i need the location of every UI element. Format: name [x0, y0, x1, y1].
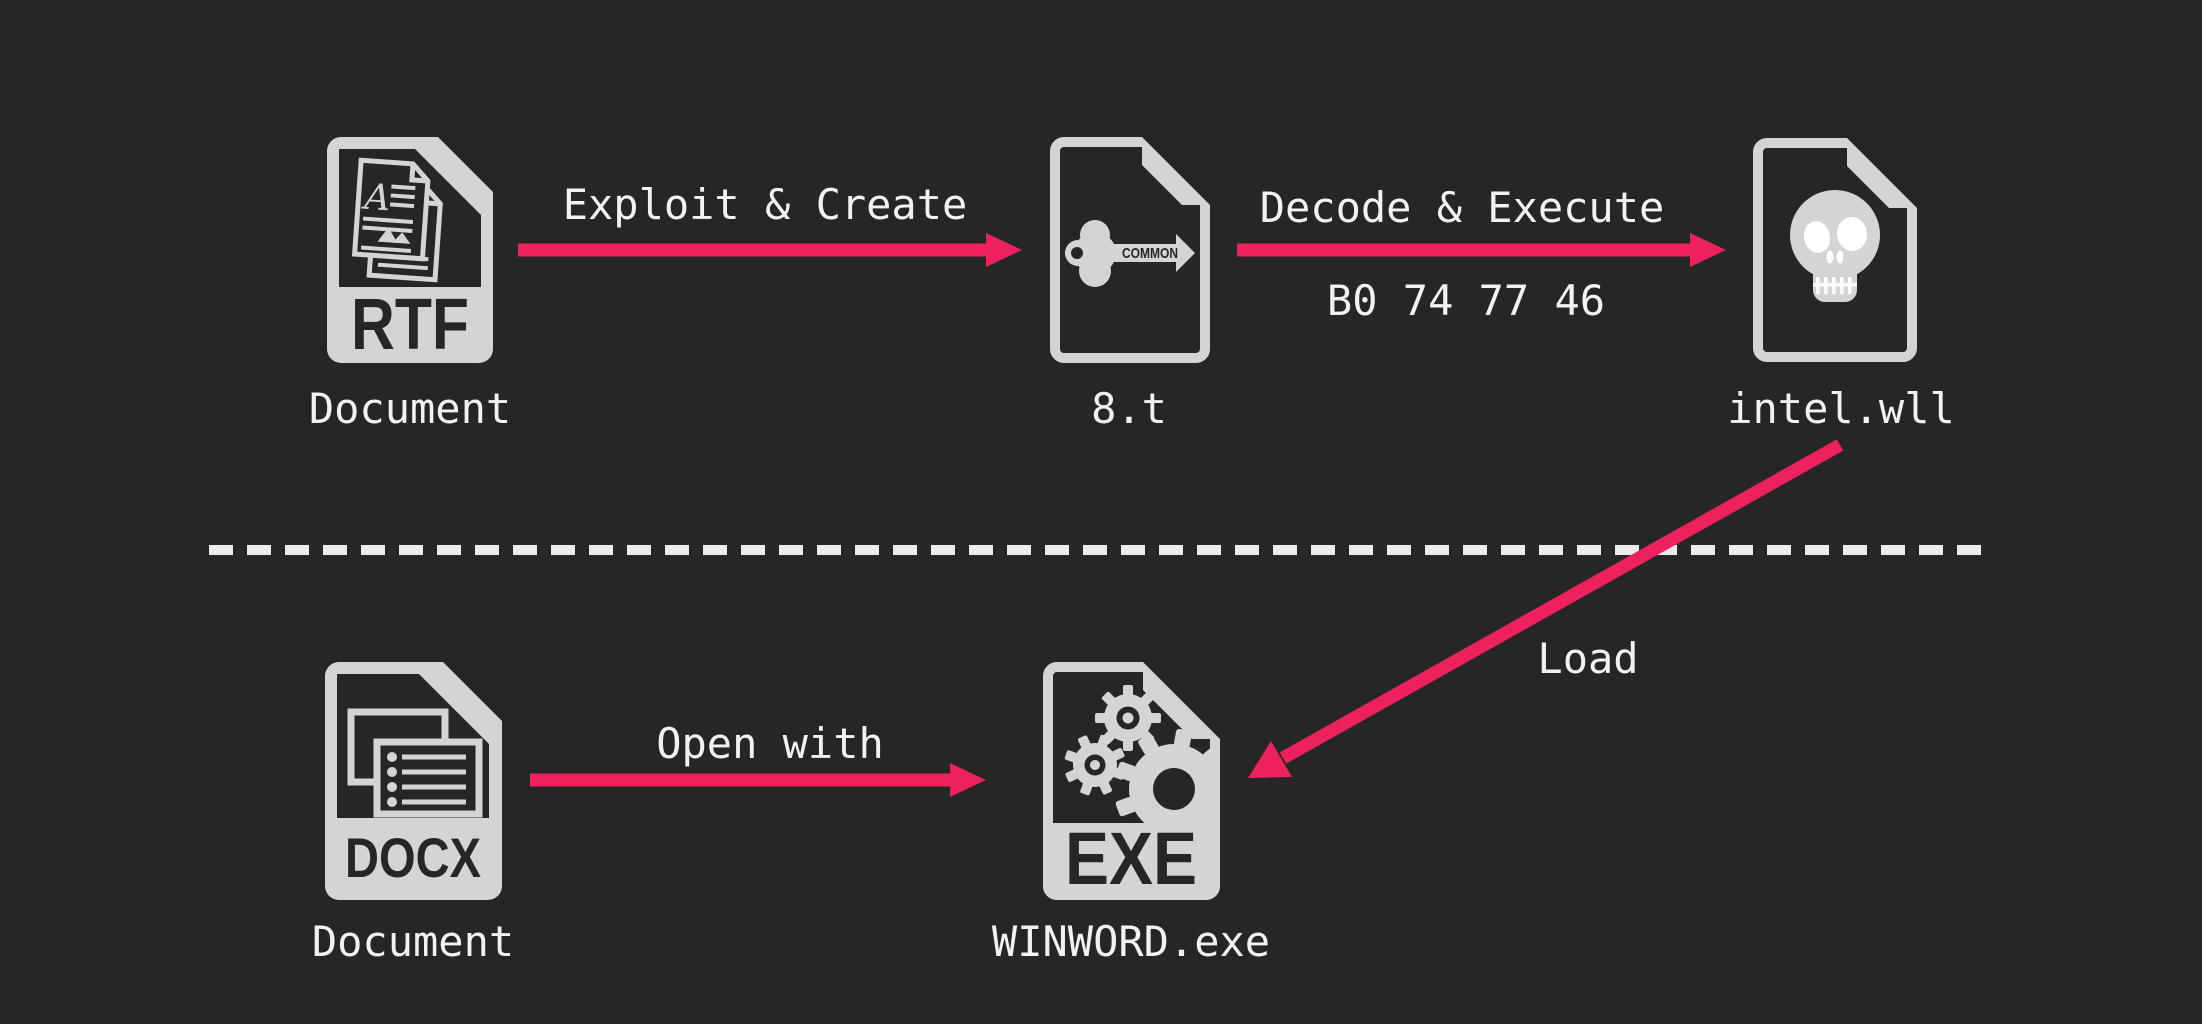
exploit-create-arrow [518, 233, 1022, 267]
load-arrow [1248, 439, 1844, 778]
folded-corner-icon [1143, 662, 1220, 739]
8t-caption: 8.t [1091, 384, 1167, 433]
exe-extension-text: EXE [1065, 817, 1197, 900]
skull-icon [1790, 190, 1880, 302]
docx-caption: Document [311, 917, 515, 966]
rtf-caption: Document [308, 384, 512, 433]
docx-file-icon: DOCX [325, 662, 502, 900]
intel-wll-skull-file-icon [1753, 138, 1917, 362]
folded-corner-icon [1142, 137, 1210, 205]
exploit-create-label: Exploit & Create [562, 180, 968, 229]
rtf-pages-glyph: A [351, 157, 443, 283]
exe-file-icon: EXE [1043, 662, 1220, 900]
hex-bytes-label: B0 74 77 46 [1326, 276, 1606, 325]
arrow-head-icon [950, 763, 986, 797]
key-icon [1065, 220, 1195, 287]
intel-wll-caption: intel.wll [1727, 384, 1955, 433]
arrow-head-icon [1248, 741, 1292, 778]
arrow-head-icon [986, 233, 1022, 267]
open-with-arrow [530, 763, 986, 797]
load-label: Load [1537, 634, 1639, 683]
docx-extension-text: DOCX [345, 826, 481, 889]
gears-icon [1064, 685, 1220, 850]
key-common-text: COMMON [1122, 245, 1178, 262]
docx-slides-glyph [347, 708, 483, 818]
winword-caption: WINWORD.exe [991, 917, 1271, 966]
8t-key-file-icon: COMMON [1050, 137, 1210, 363]
arrow-head-icon [1690, 233, 1726, 267]
rtf-file-icon: A RTF [327, 137, 493, 363]
folded-corner-icon [1847, 138, 1917, 208]
decode-execute-label: Decode & Execute [1259, 183, 1665, 232]
open-with-label: Open with [656, 719, 884, 768]
rtf-extension-text: RTF [351, 285, 469, 363]
decode-execute-arrow [1237, 233, 1726, 267]
rtf-page-letter: A [360, 176, 392, 219]
